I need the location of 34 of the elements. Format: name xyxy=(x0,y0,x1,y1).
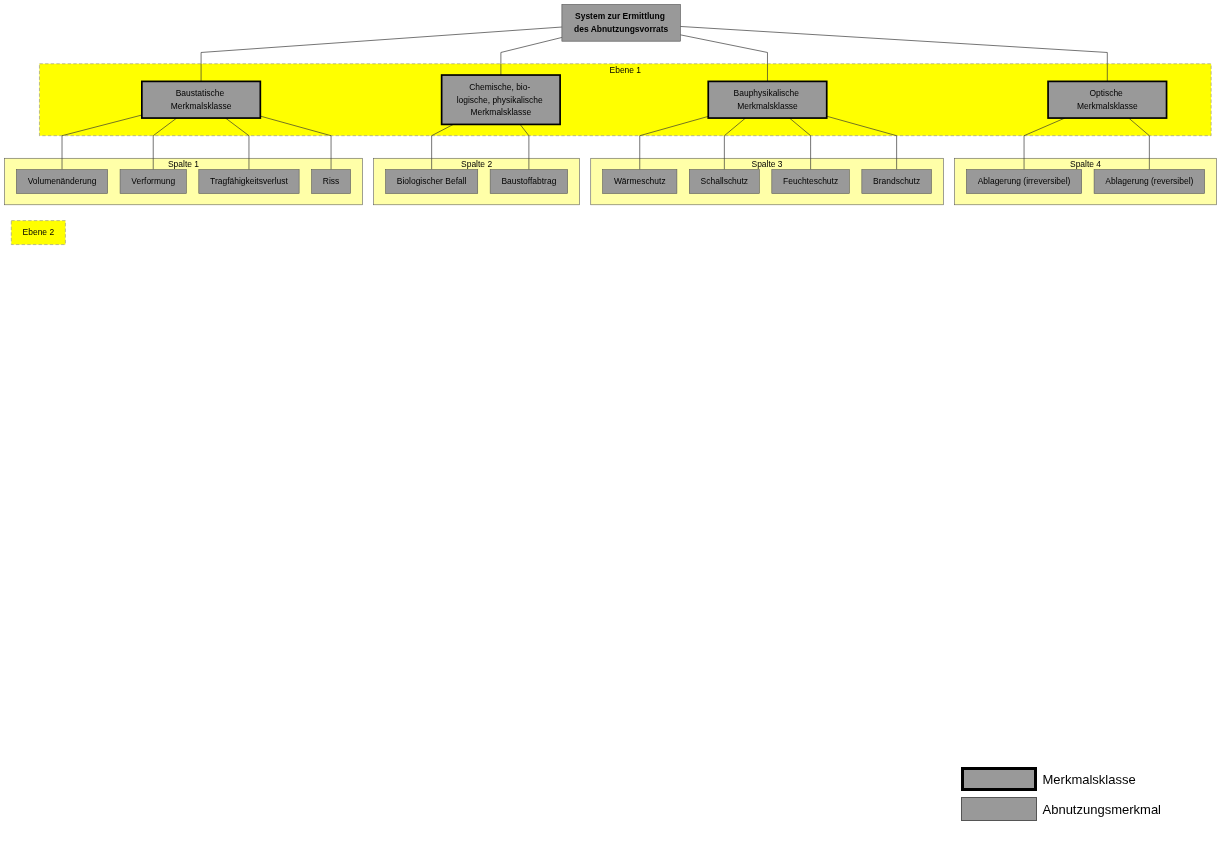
node-box: Riss xyxy=(311,169,351,194)
connector xyxy=(680,34,768,82)
connector xyxy=(826,115,897,170)
node-box: Schallschutz xyxy=(689,169,760,194)
node-box: Tragfähigkeitsverlust xyxy=(198,169,300,194)
connector xyxy=(152,117,178,170)
node-box: Verformung xyxy=(119,169,187,194)
node-box: System zur Ermittlung des Abnutzungsvorrats xyxy=(561,4,681,42)
connector xyxy=(724,117,746,170)
node-box: Ablagerung (irreversibel) xyxy=(966,169,1082,194)
legend-label: Abnutzungsmerkmal xyxy=(1042,801,1161,817)
connector xyxy=(1128,117,1150,170)
connector xyxy=(789,117,811,170)
node-box: Baustoffabtrag xyxy=(489,169,568,194)
connector xyxy=(200,26,563,82)
connector xyxy=(500,37,563,76)
node-box: Baustatische Merkmalsklasse xyxy=(141,80,262,119)
node-box: Optische Merkmalsklasse xyxy=(1047,80,1168,119)
legend-label: Merkmalsklasse xyxy=(1042,771,1136,787)
node-box: Bauphysikalische Merkmalsklasse xyxy=(707,80,828,119)
connector xyxy=(260,115,332,170)
node-box: Ablagerung (reversibel) xyxy=(1093,169,1205,194)
node-box: Feuchteschutz xyxy=(771,169,850,194)
node-box: Ebene 2 xyxy=(11,220,66,245)
connector xyxy=(225,117,250,170)
connector xyxy=(519,124,530,170)
connector xyxy=(680,26,1108,82)
connector xyxy=(431,124,454,170)
node-box: Wärmeschutz xyxy=(602,169,678,194)
node-box: Brandschutz xyxy=(861,169,932,194)
node-box: Chemische, bio- logische, physikalische Merkmalsklasse xyxy=(440,74,561,126)
node-box: Volumenänderung xyxy=(16,169,108,194)
node-box: Biologischer Befall xyxy=(385,169,479,194)
connector xyxy=(639,116,709,170)
